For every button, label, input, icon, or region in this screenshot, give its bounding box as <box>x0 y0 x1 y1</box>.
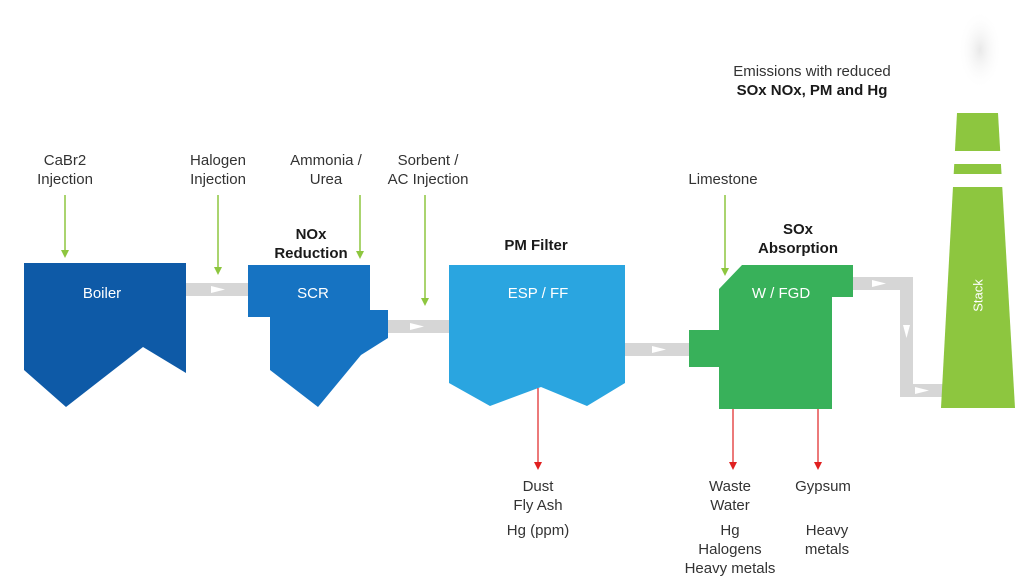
sox-line-1: SOx <box>782 221 813 238</box>
emissions-label: Emissions with reduced SOx NOx, PM and H… <box>712 62 912 100</box>
waste-line-1: Waste <box>709 478 751 495</box>
halogen-line-1: Halogen <box>190 152 246 169</box>
smoke-plume <box>958 10 1002 90</box>
flow-arrow-4 <box>872 280 886 287</box>
stack-label: Stack <box>970 279 986 312</box>
gypsum-label: Gypsum <box>775 477 871 496</box>
boiler-unit <box>24 263 186 407</box>
limestone-arrowhead <box>721 268 729 276</box>
stack-band-2 <box>951 174 1003 187</box>
output-arrows <box>534 388 822 470</box>
waste-arrowhead <box>729 462 737 470</box>
scr-unit <box>248 265 388 407</box>
pm-line-1: PM Filter <box>504 237 568 254</box>
limestone-line-1: Limestone <box>688 171 758 188</box>
dust-line-1: Dust <box>522 478 554 495</box>
nox-reduction-label: NOx Reduction <box>261 225 361 263</box>
boiler-label: Boiler <box>82 285 122 302</box>
nox-line-2: Reduction <box>274 245 348 262</box>
dust-hg-label: Hg (ppm) <box>490 521 586 540</box>
halogen-line-2: Injection <box>190 171 246 188</box>
gypsum-line-1: Gypsum <box>795 478 851 495</box>
waste-water-label: Waste Water <box>680 477 780 515</box>
dust-arrowhead <box>534 462 542 470</box>
waste-contents-line-1: Hg <box>720 522 740 539</box>
scr-label: SCR <box>297 285 329 302</box>
flow-arrow-6 <box>915 387 929 394</box>
ammonia-line-1: Ammonia / <box>290 152 362 169</box>
dust-line-2: Fly Ash <box>513 497 563 514</box>
fgd-unit <box>689 265 853 409</box>
ammonia-urea-label: Ammonia / Urea <box>276 151 376 189</box>
gypsum-contents-line-1: Heavy <box>805 522 849 539</box>
esp-label: ESP / FF <box>507 285 569 302</box>
cabr2-arrowhead <box>61 250 69 258</box>
gypsum-contents-line-2: metals <box>804 541 850 558</box>
emissions-line-2: SOx NOx, PM and Hg <box>736 82 888 99</box>
sorbent-arrowhead <box>421 298 429 306</box>
flow-arrow-1 <box>211 286 225 293</box>
stack-band-1 <box>952 151 1002 164</box>
flow-arrow-2 <box>410 323 424 330</box>
sox-absorption-label: SOx Absorption <box>748 220 848 258</box>
fgd-label: W / FGD <box>751 285 811 302</box>
waste-line-2: Water <box>710 497 750 514</box>
input-arrows <box>61 195 729 306</box>
cabr2-line-1: CaBr2 <box>43 152 87 169</box>
cabr2-injection-label: CaBr2 Injection <box>20 151 110 189</box>
gypsum-contents-label: Heavy metals <box>779 521 875 559</box>
waste-contents-line-3: Heavy metals <box>684 560 776 577</box>
waste-contents-line-2: Halogens <box>698 541 762 558</box>
flow-arrow-5 <box>903 325 910 338</box>
emissions-line-1: Emissions with reduced <box>733 63 891 80</box>
gypsum-arrowhead <box>814 462 822 470</box>
flow-arrowheads <box>211 280 929 394</box>
flow-arrow-3 <box>652 346 666 353</box>
limestone-label: Limestone <box>673 170 773 189</box>
sorbent-line-1: Sorbent / <box>397 152 459 169</box>
cabr2-line-2: Injection <box>37 171 93 188</box>
pm-filter-label: PM Filter <box>486 236 586 255</box>
halogen-arrowhead <box>214 267 222 275</box>
esp-unit <box>449 265 625 406</box>
ammonia-line-2: Urea <box>309 171 343 188</box>
waste-contents-label: Hg Halogens Heavy metals <box>672 521 788 578</box>
sorbent-injection-label: Sorbent / AC Injection <box>378 151 478 189</box>
sorbent-line-2: AC Injection <box>387 171 469 188</box>
halogen-injection-label: Halogen Injection <box>173 151 263 189</box>
dust-hg-line: Hg (ppm) <box>506 522 570 539</box>
ammonia-arrowhead <box>356 251 364 259</box>
nox-line-1: NOx <box>295 226 327 243</box>
sox-line-2: Absorption <box>758 240 838 257</box>
dust-fly-ash-label: Dust Fly Ash <box>490 477 586 515</box>
